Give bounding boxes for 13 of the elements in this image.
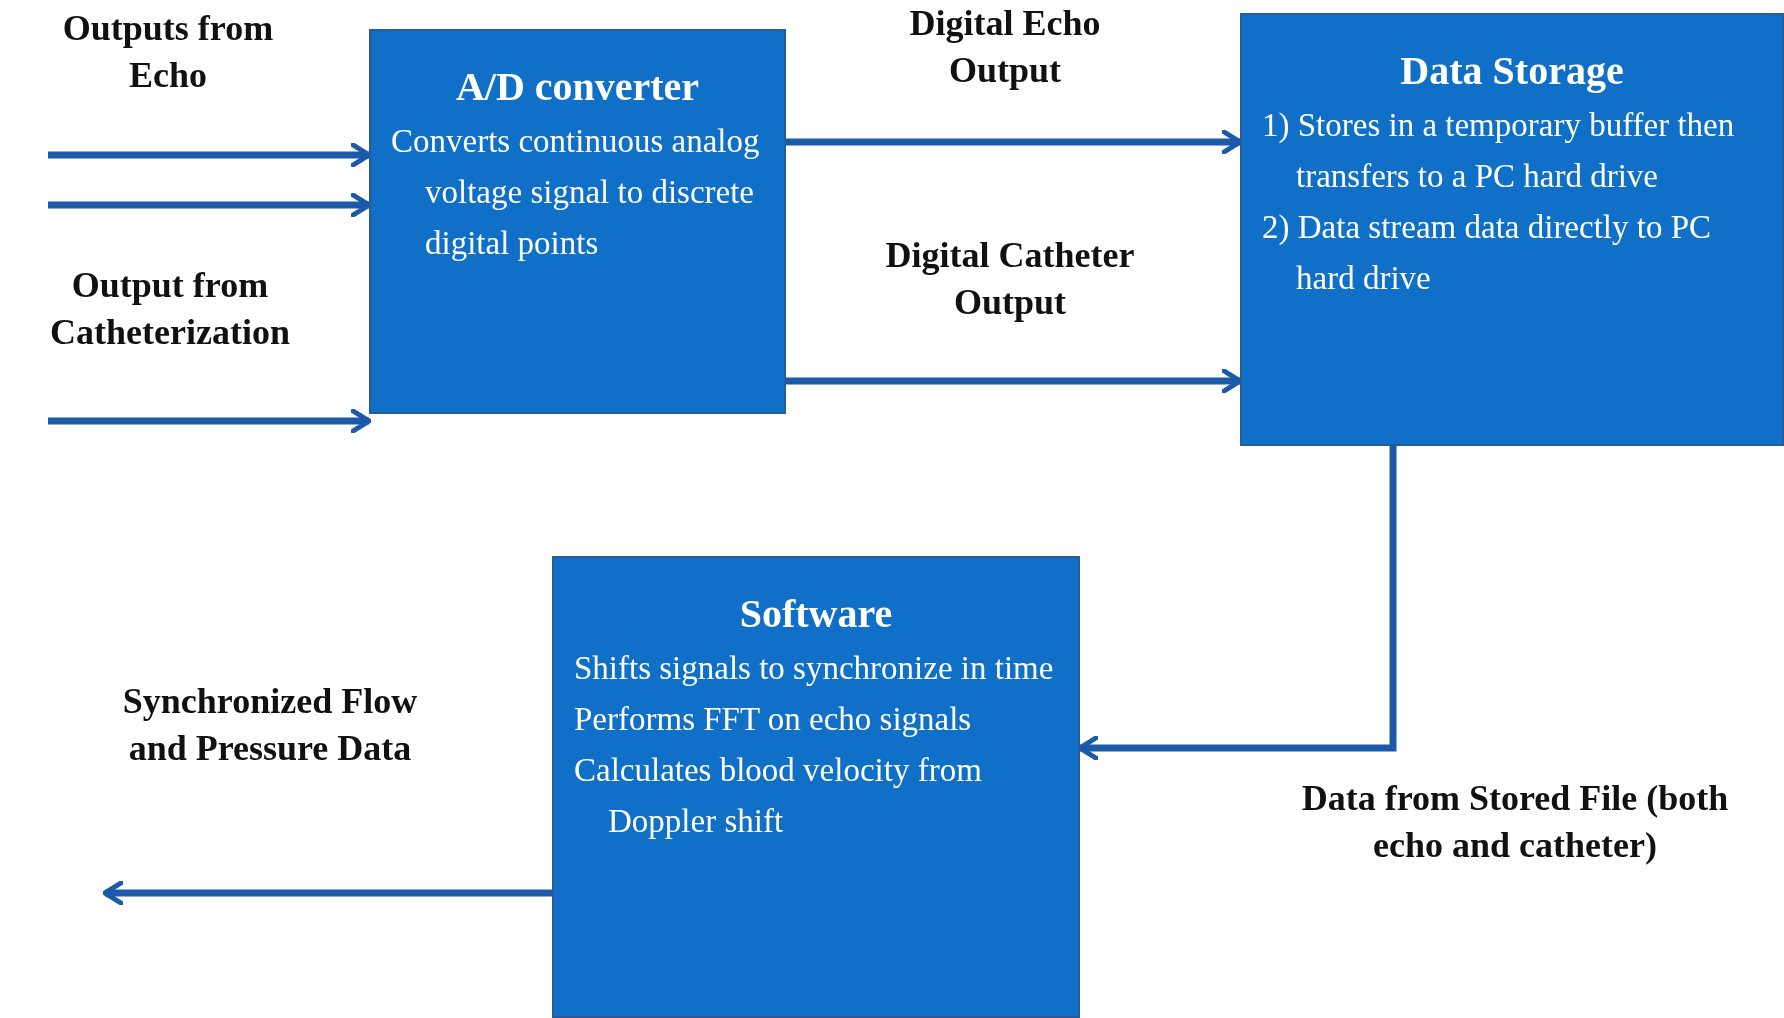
box-text: Converts continuous analog voltage signal to discrete digital points — [391, 122, 761, 264]
process-box — [552, 556, 1080, 1018]
box-title: Software — [738, 590, 894, 637]
box-text: 1) Stores in a temporary buffer then transfers to a PC hard drive — [1262, 106, 1736, 197]
arrow — [102, 880, 552, 906]
box-title: A/D converter — [454, 63, 701, 110]
box-text: Performs FFT on echo signals — [574, 700, 973, 740]
box-title: Data Storage — [1399, 47, 1625, 94]
box-text: 2) Data stream data directly to PC hard drive — [1262, 208, 1713, 299]
process-box — [1240, 13, 1784, 446]
box-text: Shifts signals to synchronize in time — [574, 649, 1055, 688]
process-box — [369, 29, 786, 414]
box-text: Calculates blood velocity from Doppler shift — [574, 751, 983, 842]
